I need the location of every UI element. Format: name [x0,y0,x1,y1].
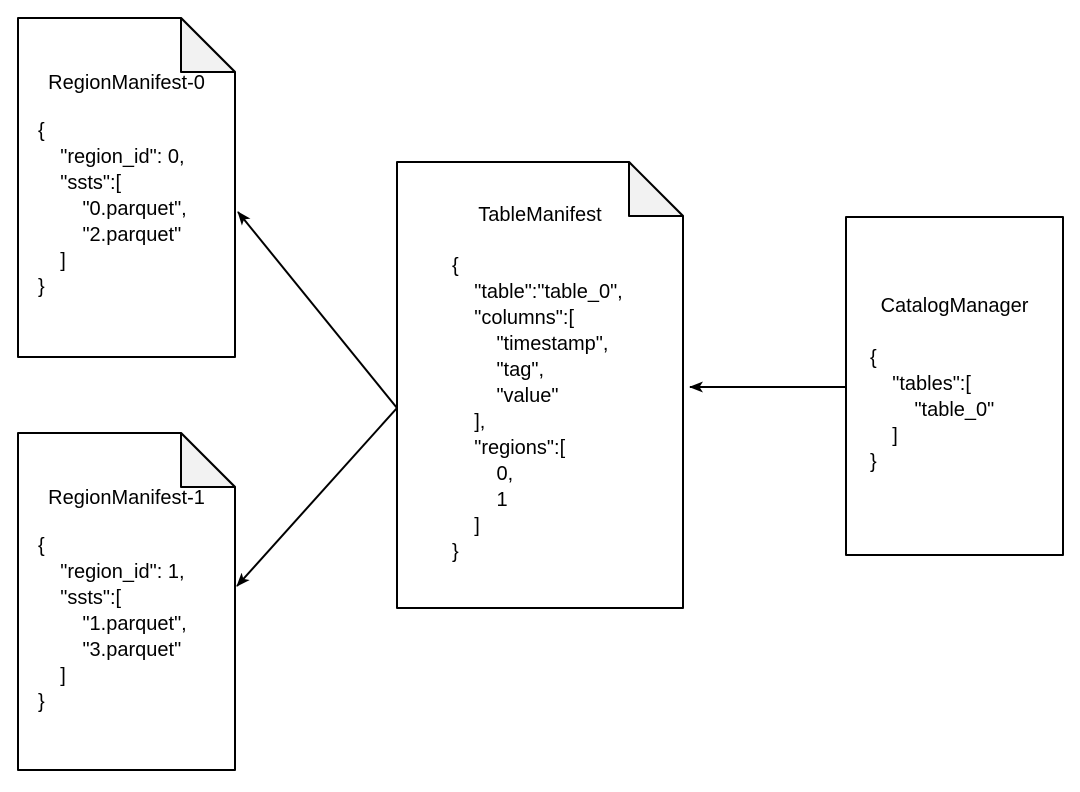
node-body-json: { "table":"table_0", "columns":[ "timest… [452,255,623,563]
node-title: CatalogManager [880,295,1029,317]
node-region-manifest-1: RegionManifest-1 { "region_id": 1, "ssts… [18,433,235,770]
node-title: RegionManifest-1 [48,487,205,509]
folded-corner-icon [180,17,236,73]
shape-region-manifest-1 [17,432,236,771]
shape-region-manifest-0 [17,17,236,358]
node-body-json: { "region_id": 0, "ssts":[ "0.parquet", … [38,120,187,298]
folded-corner-icon [180,432,236,488]
shape-table-manifest [396,161,684,609]
edge-table-manifest-to-region-manifest-0 [237,211,398,409]
node-body-json: { "region_id": 1, "ssts":[ "1.parquet", … [38,535,187,713]
node-title: RegionManifest-0 [48,72,205,94]
node-region-manifest-0: RegionManifest-0 { "region_id": 0, "ssts… [18,18,235,357]
node-title: TableManifest [478,204,602,226]
node-body-json: { "tables":[ "table_0" ] } [870,347,995,473]
shape-catalog-manager [845,216,1064,556]
node-table-manifest: TableManifest { "table":"table_0", "colu… [397,162,683,608]
folded-corner-icon [628,161,684,217]
edge-table-manifest-to-region-manifest-1 [236,407,398,587]
node-catalog-manager: CatalogManager { "tables":[ "table_0" ] … [846,217,1063,555]
